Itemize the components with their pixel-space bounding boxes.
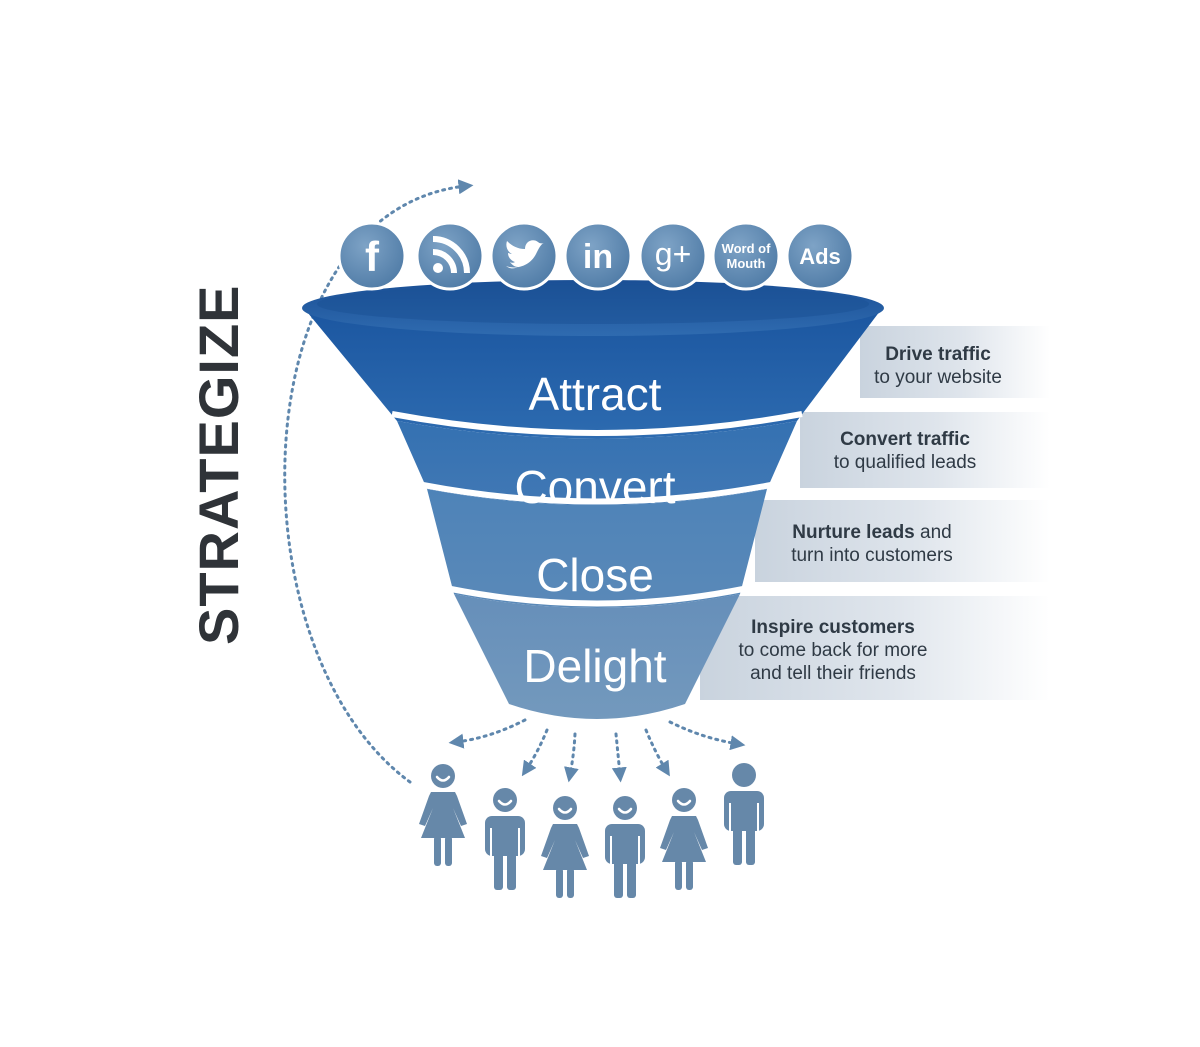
facebook-glyph: f bbox=[365, 233, 380, 280]
description-bold-text: Inspire customers bbox=[751, 617, 915, 638]
funnel bbox=[302, 280, 884, 719]
ads-icon: Ads bbox=[785, 221, 855, 291]
linkedin-icon: in bbox=[563, 221, 633, 291]
person-male-icon bbox=[605, 796, 645, 898]
funnel-divider bbox=[391, 411, 803, 436]
customers bbox=[419, 763, 764, 898]
outflow-arrow bbox=[448, 718, 527, 749]
outflow-arrow bbox=[644, 728, 670, 777]
outflow-arrow bbox=[564, 732, 579, 783]
ads-glyph: Ads bbox=[799, 244, 841, 269]
description-text: to qualified leads bbox=[834, 452, 977, 473]
description-text: to your website bbox=[874, 367, 1002, 388]
stage-label-delight: Delight bbox=[523, 640, 666, 692]
stage-labels: Attract Convert Close Delight bbox=[514, 368, 675, 692]
facebook-icon: f bbox=[337, 221, 407, 291]
stage-label-attract: Attract bbox=[529, 368, 662, 420]
google-plus-glyph: g+ bbox=[655, 236, 691, 272]
outflow-arrow bbox=[521, 728, 549, 777]
strategize-label: STRATEGIZE bbox=[187, 284, 250, 645]
funnel-divider bbox=[450, 586, 744, 607]
funnel-section-convert bbox=[397, 421, 797, 505]
funnel-section-close bbox=[427, 489, 767, 608]
word-of-mouth-label: Mouth bbox=[727, 256, 766, 271]
band-attract bbox=[860, 326, 1050, 398]
band-convert bbox=[800, 412, 1050, 488]
outflow-arrow bbox=[611, 732, 627, 783]
description-text: turn into customers bbox=[791, 545, 953, 566]
google-plus-icon: g+ bbox=[638, 221, 708, 291]
band-delight bbox=[700, 596, 1050, 700]
stage-label-close: Close bbox=[536, 549, 654, 601]
person-male-icon bbox=[724, 763, 764, 865]
person-female-icon bbox=[419, 764, 467, 866]
description-text: to come back for more bbox=[738, 640, 927, 661]
person-male-icon bbox=[485, 788, 525, 890]
stage-description-bands bbox=[700, 326, 1050, 700]
funnel-rim-inner bbox=[317, 284, 869, 324]
description-bold-text: Convert traffic bbox=[840, 429, 970, 450]
person-female-icon bbox=[660, 788, 708, 890]
person-female-icon bbox=[541, 796, 589, 898]
funnel-section-attract bbox=[303, 307, 883, 439]
strategize-loop-arrow bbox=[283, 179, 474, 784]
outflow-arrows bbox=[448, 718, 746, 783]
word-of-mouth-label: Word of bbox=[722, 241, 772, 256]
linkedin-glyph: in bbox=[583, 238, 613, 276]
twitter-icon bbox=[489, 221, 559, 291]
funnel-section-delight bbox=[454, 594, 740, 719]
description-text: and tell their friends bbox=[750, 663, 916, 684]
stage-label-convert: Convert bbox=[514, 461, 675, 513]
funnel-divider bbox=[422, 482, 772, 505]
band-close bbox=[755, 500, 1050, 582]
description-bold-text: Drive traffic bbox=[885, 344, 991, 365]
rss-icon bbox=[415, 221, 485, 291]
outflow-arrow bbox=[668, 720, 746, 751]
description-text: and bbox=[915, 522, 952, 543]
description-bold-text: Nurture leads bbox=[792, 522, 914, 543]
